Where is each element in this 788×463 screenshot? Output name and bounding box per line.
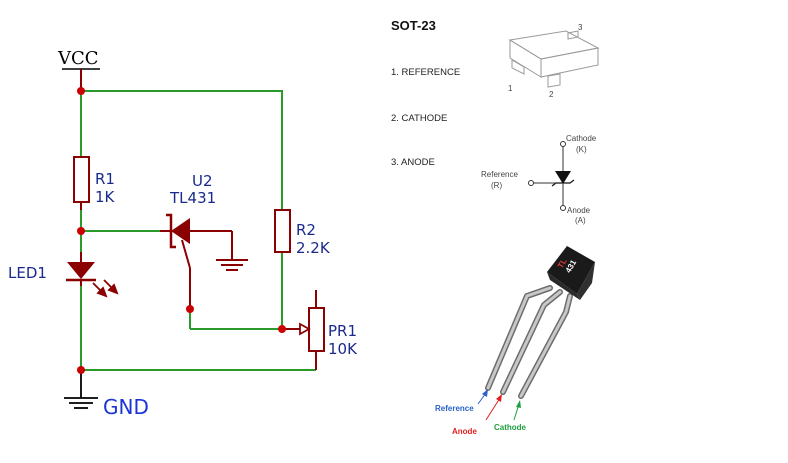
symbol-bar — [551, 179, 575, 187]
sot23-pin-1-number: 1 — [508, 84, 513, 93]
leg-reference — [485, 285, 553, 391]
sot23-front-face — [509, 39, 542, 78]
r1-value: 1K — [95, 188, 116, 206]
symbol-cathode-k: (K) — [576, 145, 587, 154]
led-emission-arrows — [92, 279, 119, 298]
sot23-package-drawing — [508, 30, 600, 88]
to92-cathode-label: Cathode — [494, 423, 527, 432]
pr1-symbol — [282, 290, 325, 370]
r2-body — [274, 209, 291, 253]
pr1-wiper-arrow — [299, 322, 311, 336]
symbol-reference-label: Reference — [481, 170, 518, 179]
u2-part: TL431 — [169, 189, 216, 207]
to92-package: TL 431 Reference Anode Cathode — [435, 246, 595, 436]
sot23-pin-2 — [547, 73, 561, 88]
cathode-terminal — [560, 141, 566, 147]
to92-side-face — [577, 262, 595, 300]
sot23-pin-3-number: 3 — [578, 23, 583, 32]
to92-label-arrows — [477, 389, 521, 421]
to92-reference-label: Reference — [435, 404, 474, 413]
to92-marking-line1: TL — [556, 257, 569, 270]
sot23-pin-2-number: 2 — [549, 90, 554, 99]
r1-body — [73, 156, 90, 203]
junction-ref — [186, 305, 194, 313]
pin-3-label: 3. ANODE — [391, 157, 435, 168]
anode-arrow — [496, 394, 502, 402]
led-symbol — [66, 252, 119, 298]
led-triangle — [67, 262, 95, 279]
symbol-triangle — [555, 171, 571, 184]
package-title: SOT-23 — [391, 18, 436, 33]
junction-wiper — [278, 325, 286, 333]
reference-terminal — [528, 180, 534, 186]
schematic: VCC R1 1K — [8, 48, 358, 419]
pin-1-label: 1. REFERENCE — [391, 67, 460, 78]
to92-bottom-face — [547, 272, 580, 300]
tl431-ref-diag — [181, 239, 191, 269]
r2-ref: R2 — [296, 221, 316, 239]
pinout-panel: SOT-23 1. REFERENCE 2. CATHODE 3. ANODE … — [391, 18, 600, 225]
wire-vcc-to-r2 — [81, 90, 283, 210]
sot23-pin-3 — [567, 30, 579, 40]
sot23-side-face — [540, 47, 599, 78]
pr1-ref: PR1 — [328, 322, 357, 340]
junction-gnd — [77, 366, 85, 374]
cathode-arrow — [516, 400, 521, 408]
junction-vcc — [77, 87, 85, 95]
r1-ref: R1 — [95, 170, 115, 188]
pr1-value: 10K — [328, 340, 358, 358]
gnd-label: GND — [103, 395, 149, 419]
symbol-anode-label: Anode — [567, 206, 591, 215]
r2-value: 2.2K — [296, 239, 331, 257]
symbol-cathode-label: Cathode — [566, 134, 597, 143]
symbol-reference-r: (R) — [491, 181, 502, 190]
to92-front-face — [547, 246, 595, 294]
to92-legs — [485, 285, 573, 399]
ground-symbol-main — [64, 370, 98, 409]
u2-ref: U2 — [192, 172, 213, 190]
to92-anode-label: Anode — [452, 427, 477, 436]
pin-2-label: 2. CATHODE — [391, 113, 447, 124]
junctions — [77, 87, 286, 374]
sot23-top-face — [508, 30, 600, 60]
reference-arrow — [482, 389, 488, 397]
junction-cathode-node — [77, 227, 85, 235]
ground-symbol-u2 — [216, 231, 248, 271]
symbol-anode-a: (A) — [575, 216, 586, 225]
anode-terminal — [560, 205, 566, 211]
pr1-body — [308, 307, 325, 352]
sot23-pin-1 — [511, 59, 525, 75]
vcc-label: VCC — [57, 48, 99, 69]
tl431-symbol — [160, 213, 232, 309]
tl431-triangle — [171, 218, 190, 244]
led-ref: LED1 — [8, 264, 47, 282]
shunt-regulator-symbol — [528, 141, 575, 211]
